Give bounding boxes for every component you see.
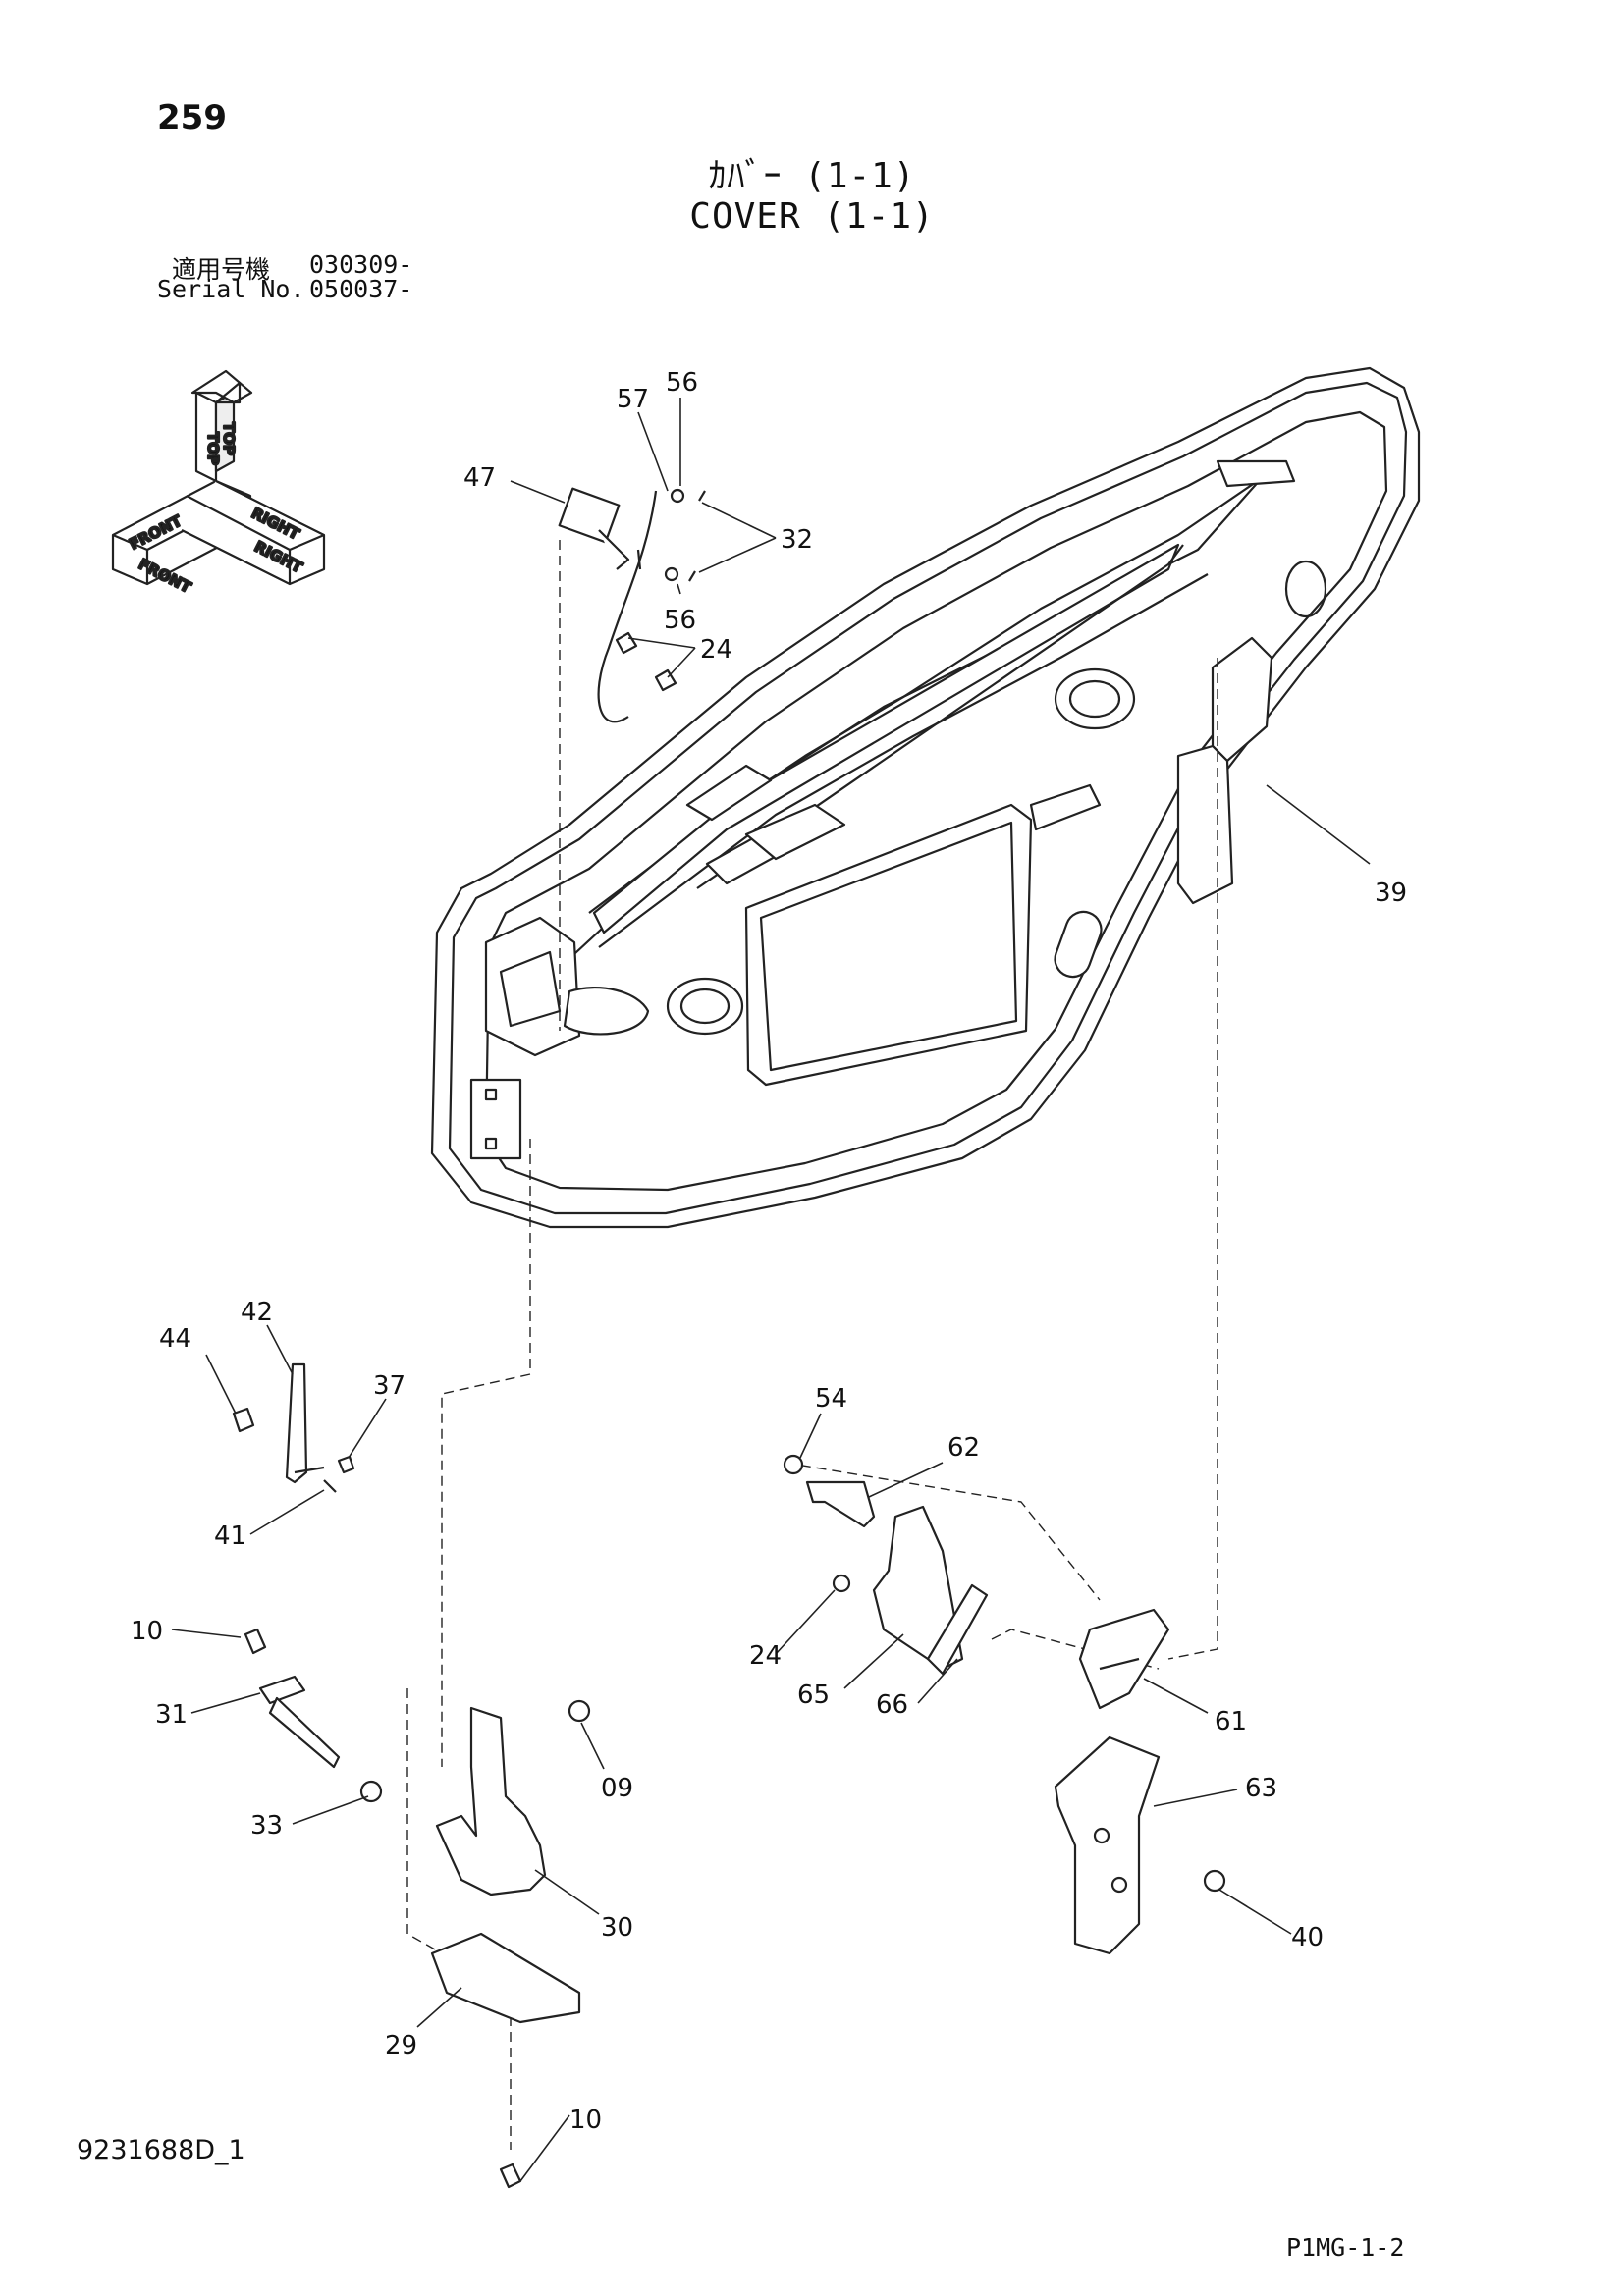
serial-value-japanese: 030309-: [309, 250, 413, 279]
callout-number: 61: [1215, 1707, 1247, 1736]
callout-number: 57: [617, 385, 649, 414]
callout-number: 66: [876, 1690, 908, 1720]
page-number: 259: [157, 98, 227, 137]
callout-number: 30: [601, 1913, 633, 1943]
callout-number: 54: [815, 1384, 847, 1414]
callout-number: 47: [463, 463, 496, 493]
page-code: P1MG-1-2: [1286, 2233, 1405, 2262]
callout-number: 24: [749, 1641, 782, 1671]
callout-number: 24: [700, 635, 732, 665]
page-title-english: COVER (1-1): [689, 196, 935, 237]
serial-label-english: Serial No.: [157, 275, 305, 303]
callout-number: 09: [601, 1774, 633, 1803]
orientation-top-label: TOP: [204, 432, 222, 465]
orientation-top-mirror-label: TOP: [220, 422, 238, 455]
callout-number: 37: [373, 1371, 406, 1401]
callout-number: 63: [1245, 1774, 1277, 1803]
callout-number: 31: [155, 1700, 188, 1730]
serial-value-english: 050037-: [309, 275, 413, 303]
callout-number: 40: [1291, 1923, 1324, 1952]
callout-number: 41: [214, 1522, 246, 1551]
page-title-japanese: ｶﾊﾞｰ (1-1): [708, 156, 916, 196]
callout-number: 10: [569, 2106, 602, 2135]
callout-number: 10: [131, 1617, 163, 1646]
callout-numbers: 57 56 47 32 56 24 39 42 44 37 41 54 62 1…: [131, 368, 1407, 2135]
callout-number: 56: [664, 606, 696, 635]
drawing-code: 9231688D_1: [77, 2135, 245, 2165]
callout-number: 42: [241, 1298, 273, 1327]
callout-number: 32: [781, 525, 813, 555]
callout-number: 62: [947, 1433, 980, 1463]
callout-number: 33: [250, 1811, 283, 1841]
callout-number: 56: [666, 368, 698, 398]
serial-label-japanese: 適用号機: [172, 255, 271, 284]
callout-number: 29: [385, 2031, 417, 2060]
orientation-indicator: TOP TOP FRONT FRONT RIGHT RIGHT: [111, 369, 326, 598]
callout-number: 39: [1375, 879, 1407, 908]
callout-number: 65: [797, 1681, 830, 1710]
cover-shell: [430, 366, 1421, 1229]
callout-number: 44: [159, 1324, 191, 1354]
